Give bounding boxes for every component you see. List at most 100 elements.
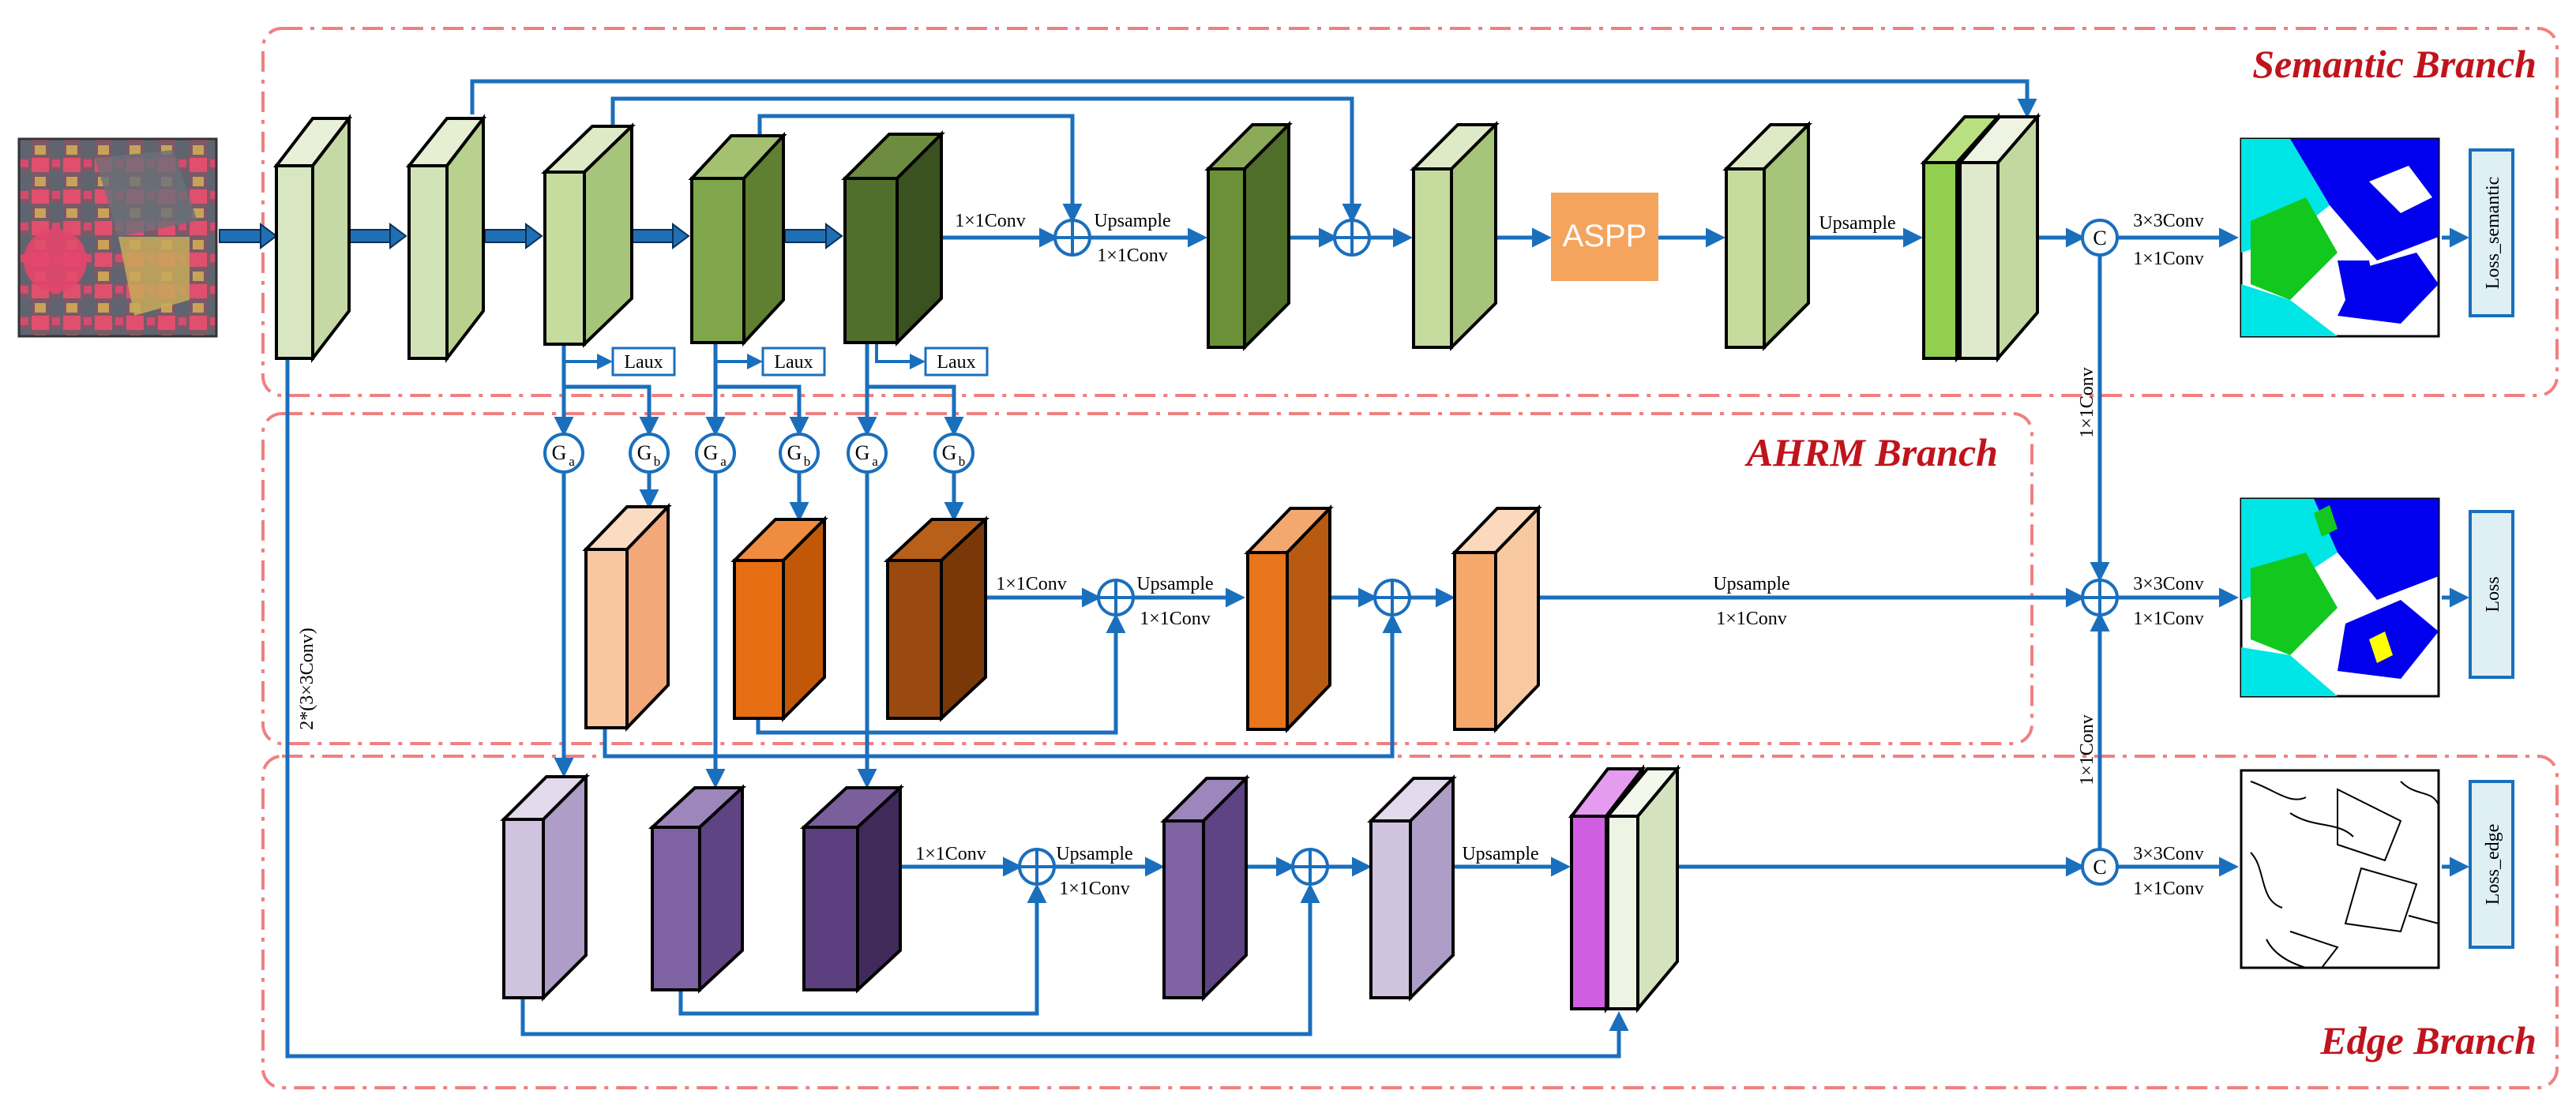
concat-label: C [2093, 227, 2106, 249]
ahrm-block-2 [730, 515, 828, 722]
conv-label: 1×1Conv [1059, 879, 1130, 899]
loss-semantic-box: Loss_semantic [2469, 148, 2514, 317]
encoder-arrow [348, 223, 407, 249]
encoder-block-2 [405, 114, 487, 363]
decoder-block-1 [1204, 121, 1293, 351]
encoder-arrow [631, 223, 690, 249]
ahrm-connectors [603, 587, 2239, 759]
semantic-branch-title: Semantic Branch [2252, 42, 2537, 86]
conv-label: 1×1Conv [915, 844, 986, 864]
aspp-block: ASPP [1551, 193, 1658, 281]
ahrm-decoder-block-1 [1244, 504, 1334, 733]
conv-label: 1×1Conv [1097, 245, 1168, 266]
loss-main-box: Loss [2469, 510, 2514, 679]
input-image [17, 137, 218, 338]
conv-label: 1×1Conv [955, 211, 1026, 231]
gb-label: G [637, 441, 652, 464]
edge-branch-box: Edge Branch [261, 755, 2559, 1089]
ahrm-block-1 [582, 503, 672, 732]
concat-node-semantic: C [2081, 219, 2119, 257]
conv-label: 1×1Conv [2133, 249, 2204, 269]
upsample-label: Upsample [1819, 213, 1895, 234]
conv-label: 1×1Conv [996, 574, 1067, 594]
semantic-connectors [219, 79, 2469, 1059]
conv-label: 3×3Conv [2133, 211, 2204, 231]
add-node [1097, 579, 1135, 616]
decoder-block-3 [1722, 121, 1812, 351]
laux-label: Laux [774, 352, 813, 373]
gb-subscript: b [654, 454, 661, 469]
conv-label: 1×1Conv [2133, 609, 2204, 629]
gb-subscript: b [804, 454, 811, 469]
laux-box: Laux [924, 347, 989, 377]
concat-block-edge [1568, 764, 1681, 1014]
ahrm-branch-title: AHRM Branch [1744, 430, 1998, 474]
edge-output-map [2240, 769, 2440, 969]
ga-subscript: a [720, 454, 727, 469]
add-node [1291, 848, 1329, 886]
conv-label: 1×1Conv [1716, 609, 1787, 629]
concat-node-edge: C [2081, 848, 2119, 886]
decoder-block-2 [1410, 121, 1500, 351]
semantic-output-map [2240, 137, 2440, 338]
laux-box: Laux [611, 347, 676, 377]
encoder-block-4 [688, 131, 787, 347]
ga-label: G [704, 441, 719, 464]
loss-edge-label: Loss_edge [2483, 824, 2503, 905]
concat-block-semantic [1920, 112, 2041, 363]
upsample-label: Upsample [1713, 574, 1789, 594]
add-node [1333, 219, 1371, 257]
upsample-label: Upsample [1462, 844, 1538, 864]
gb-label: G [942, 441, 957, 464]
ga-label: G [855, 441, 870, 464]
conv-label: 1×1Conv [2133, 879, 2204, 899]
ga-subscript: a [872, 454, 878, 469]
add-node [1018, 848, 1056, 886]
edge-branch-title: Edge Branch [2319, 1018, 2537, 1062]
ahrm-decoder-block-2 [1451, 504, 1542, 733]
semantic-branch-box: Semantic Branch [261, 27, 2559, 397]
encoder-arrow [219, 223, 278, 249]
conv-label: 1×1Conv [1140, 609, 1211, 629]
skip-conv-label: 2*(3×3Conv) [297, 628, 317, 730]
concat-label: C [2093, 856, 2106, 879]
conv-label: 1×1Conv [2077, 714, 2097, 785]
gb-subscript: b [959, 454, 966, 469]
ahrm-block-3 [883, 515, 990, 722]
loss-edge-box: Loss_edge [2469, 780, 2514, 949]
laux-box: Laux [761, 347, 826, 377]
edge-block-2 [648, 784, 747, 994]
edge-connectors [520, 856, 2239, 1036]
laux-label: Laux [624, 352, 663, 373]
encoder-block-5 [841, 130, 945, 347]
conv-label: 1×1Conv [2077, 367, 2097, 438]
loss-main-label: Loss [2483, 576, 2503, 612]
add-node [1053, 219, 1091, 257]
encoder-block-3 [541, 122, 636, 348]
edge-decoder-block-2 [1367, 774, 1457, 1002]
encoder-arrow [784, 223, 843, 249]
upsample-label: Upsample [1094, 211, 1170, 231]
upsample-label: Upsample [1136, 574, 1213, 594]
aspp-label: ASPP [1563, 219, 1647, 253]
conv-label: 3×3Conv [2133, 574, 2204, 594]
encoder-block-1 [272, 114, 353, 363]
main-output-map [2240, 497, 2440, 698]
gb-label: G [787, 441, 802, 464]
ahrm-branch-box: AHRM Branch [261, 412, 2033, 745]
laux-label: Laux [937, 352, 975, 373]
add-node [1373, 579, 1411, 616]
loss-semantic-label: Loss_semantic [2483, 177, 2503, 290]
edge-block-3 [799, 784, 905, 994]
add-node [2081, 579, 2119, 616]
ga-subscript: a [569, 454, 575, 469]
edge-decoder-block-1 [1160, 774, 1250, 1002]
